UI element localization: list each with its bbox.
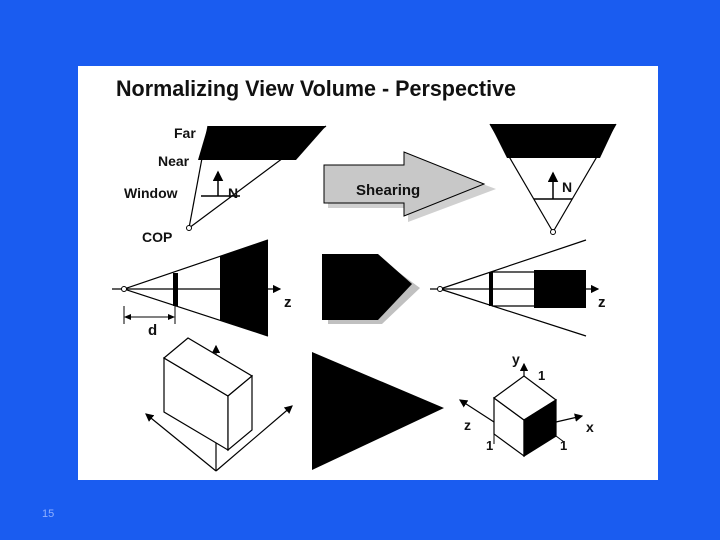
label-near: Near	[158, 153, 190, 169]
frustum-right-right-edge	[552, 123, 617, 233]
symmetric-frustum	[489, 123, 617, 235]
far-plane-region-right	[490, 124, 616, 158]
diag-axis-right	[215, 405, 293, 472]
label-shearing: Shearing	[356, 182, 420, 199]
label-axis-x: x	[586, 419, 594, 435]
far-plane-region	[198, 126, 326, 160]
side-upper-edge-right	[439, 239, 587, 290]
cube-bottom-right-extension	[555, 435, 565, 443]
label-z-left: z	[284, 294, 292, 311]
label-window: Window	[124, 185, 178, 201]
diag-axis-left	[145, 413, 217, 472]
near-plane-bar-right	[489, 272, 493, 306]
side-view-right	[430, 239, 600, 337]
d-arrow-right	[168, 314, 175, 320]
cop-point-right	[550, 229, 556, 235]
cube-z-axis	[458, 399, 495, 423]
slide-number: 15	[42, 508, 55, 520]
transform-shape	[322, 254, 420, 324]
normalized-box-right	[534, 270, 586, 308]
side-view-left	[112, 239, 282, 337]
shearing-arrow	[323, 151, 496, 222]
far-region-left	[220, 240, 268, 336]
label-cop: COP	[142, 229, 172, 245]
label-z-right: z	[598, 294, 606, 311]
label-axis-z: z	[464, 417, 471, 433]
frustum-right-edge	[188, 125, 327, 229]
near-plane-bar-left	[173, 273, 178, 306]
transform-shape-body	[322, 254, 412, 320]
label-n-right: N	[562, 179, 572, 195]
d-arrow-left	[124, 314, 131, 320]
label-one-top: 1	[538, 368, 545, 383]
cop-point-side-left	[121, 286, 127, 292]
label-n-left: N	[228, 185, 238, 201]
cube-x-axis	[555, 413, 584, 423]
label-axis-y: y	[512, 351, 520, 367]
cop-point-side-right	[437, 286, 443, 292]
label-far: Far	[174, 125, 196, 141]
oblique-frustum	[186, 125, 327, 231]
slide-panel: Normalizing View Volume - Perspective Fa…	[78, 66, 658, 480]
side-lower-edge-left	[123, 288, 269, 337]
label-d: d	[148, 322, 157, 339]
view-volume-diagram: Normalizing View Volume - Perspective Fa…	[112, 76, 617, 472]
box-3d-left	[145, 337, 293, 472]
shearing-arrow-body	[323, 151, 486, 217]
frustum-right-left-edge	[489, 123, 554, 233]
cop-point-left	[186, 225, 192, 231]
transform-triangle	[312, 352, 444, 470]
box-side-face	[227, 374, 253, 452]
label-one-right: 1	[560, 438, 567, 453]
slide-title: Normalizing View Volume - Perspective	[116, 76, 516, 101]
frustum-left-edge	[188, 125, 209, 229]
side-lower-edge-right	[439, 288, 587, 337]
unit-cube	[458, 362, 584, 458]
label-one-left: 1	[486, 438, 493, 453]
